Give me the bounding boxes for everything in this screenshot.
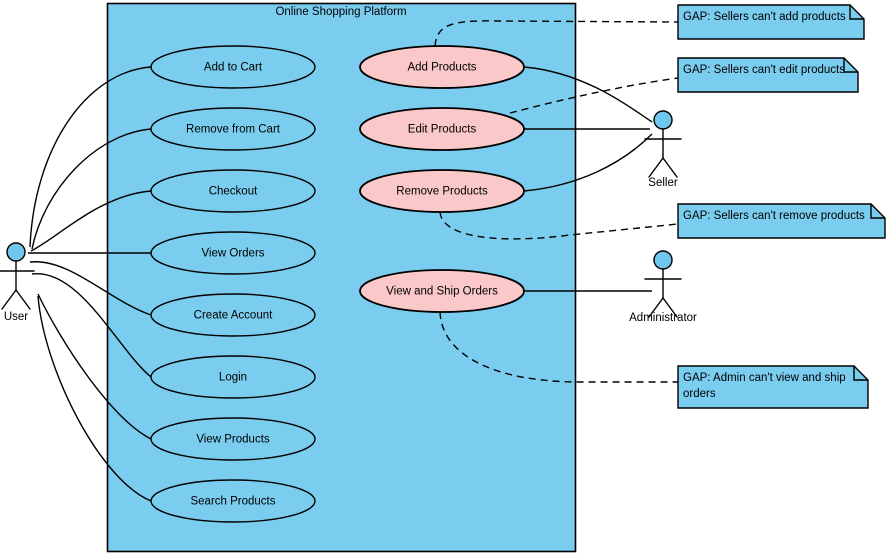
note-text-line: GAP: Sellers can't add products [683, 11, 846, 23]
actor-leg-right [15, 289, 31, 310]
note-fold-corner [843, 58, 858, 73]
use-case-ellipse [150, 107, 316, 151]
association-edges-user [28, 66, 152, 502]
note-note-admin-orders[interactable]: GAP: Admin can't view and ship orders [677, 365, 869, 409]
use-case-ellipse [359, 269, 525, 313]
note-link-add-products [434, 20, 679, 47]
edge-user-login [31, 273, 152, 378]
use-case-label: Remove from Cart [186, 124, 281, 136]
actor-leg-left [648, 297, 664, 318]
edge-seller-remove-products [523, 133, 653, 192]
use-case-label: View and Ship Orders [386, 286, 498, 298]
use-case-label: Add to Cart [204, 62, 263, 74]
edge-user-remove-from-cart [31, 128, 152, 250]
use-case-ellipse [150, 231, 316, 275]
actor-head [653, 250, 673, 270]
use-case-view-orders[interactable]: View Orders [150, 231, 316, 275]
note-link-edges [434, 20, 679, 383]
edge-user-create-account [29, 261, 152, 316]
actor-administrator[interactable]: Administrator [629, 250, 697, 324]
use-case-label: Search Products [190, 496, 275, 508]
actor-leg-right [662, 157, 678, 178]
use-case-ellipse [150, 45, 316, 89]
use-case-ellipse [150, 417, 316, 461]
edge-user-checkout [30, 190, 152, 252]
use-case-add-to-cart[interactable]: Add to Cart [150, 45, 316, 89]
use-case-checkout[interactable]: Checkout [150, 169, 316, 213]
use-case-ellipse [359, 107, 525, 151]
actor-head [653, 110, 673, 130]
edge-user-add-to-cart [29, 66, 152, 248]
use-case-ellipse [150, 169, 316, 213]
use-case-label: Create Account [194, 310, 273, 322]
use-case-ellipse [359, 169, 525, 213]
note-fold-corner [849, 5, 864, 20]
use-case-view-ship-orders[interactable]: View and Ship Orders [359, 269, 525, 313]
note-body [677, 4, 865, 40]
actor-label: Seller [648, 177, 678, 189]
actor-leg-left [1, 289, 17, 310]
use-case-label: View Orders [201, 248, 264, 260]
note-body [677, 57, 859, 93]
actor-leg-right [662, 297, 678, 318]
actor-seller[interactable]: Seller [644, 110, 682, 189]
note-fold-corner [870, 204, 885, 219]
use-case-ellipse [359, 45, 525, 89]
use-case-label: View Products [196, 434, 270, 446]
note-link-admin-orders [439, 311, 678, 383]
use-case-login[interactable]: Login [150, 355, 316, 399]
association-edges-right [523, 66, 653, 292]
note-text-line: orders [683, 388, 716, 400]
use-case-remove-from-cart[interactable]: Remove from Cart [150, 107, 316, 151]
use-case-create-account[interactable]: Create Account [150, 293, 316, 337]
edge-user-search-products [37, 295, 152, 502]
edge-seller-add-products [523, 66, 653, 123]
note-body [677, 203, 886, 239]
note-note-remove-products[interactable]: GAP: Sellers can't remove products [677, 203, 886, 239]
use-case-label: Checkout [209, 186, 258, 198]
use-case-label: Login [219, 372, 247, 384]
note-body [677, 365, 869, 409]
use-case-add-products[interactable]: Add Products [359, 45, 525, 89]
actor-label: Administrator [629, 312, 697, 324]
note-note-add-products[interactable]: GAP: Sellers can't add products [677, 4, 865, 40]
use-case-view-products[interactable]: View Products [150, 417, 316, 461]
note-text-line: GAP: Sellers can't remove products [683, 210, 865, 222]
note-text-line: GAP: Sellers can't edit products [683, 64, 845, 76]
use-case-search-products[interactable]: Search Products [150, 479, 316, 523]
use-case-edit-products[interactable]: Edit Products [359, 107, 525, 151]
system-boundary-title: Online Shopping Platform [275, 6, 406, 18]
use-case-ellipse [150, 293, 316, 337]
edge-user-view-products [37, 293, 152, 440]
use-case-label: Add Products [407, 62, 476, 74]
actor-head [6, 242, 26, 262]
use-case-remove-products[interactable]: Remove Products [359, 169, 525, 213]
use-case-label: Remove Products [396, 186, 488, 198]
use-case-label: Edit Products [408, 124, 477, 136]
use-case-ellipse [150, 355, 316, 399]
note-fold-corner [853, 366, 868, 381]
use-case-ellipse [150, 479, 316, 523]
actor-user[interactable]: User [0, 242, 35, 323]
actor-label: User [4, 311, 28, 323]
note-link-edit-products [509, 77, 679, 114]
note-note-edit-products[interactable]: GAP: Sellers can't edit products [677, 57, 859, 93]
actor-leg-left [648, 157, 664, 178]
note-text-line: GAP: Admin can't view and ship [683, 372, 846, 384]
